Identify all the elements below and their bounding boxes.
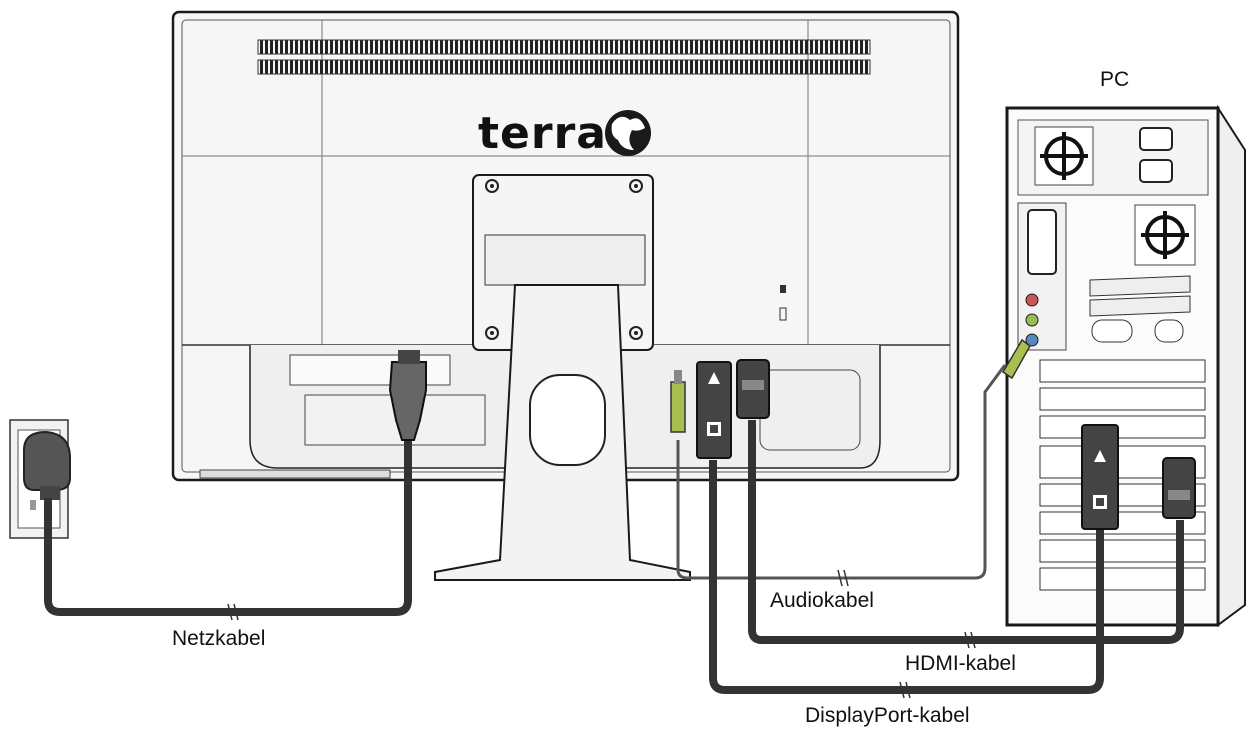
displayport-cable-label: DisplayPort-kabel — [805, 704, 970, 727]
break-marks — [227, 569, 976, 699]
vent-grille — [257, 39, 871, 75]
globe-logo-icon — [605, 110, 651, 156]
monitor — [171, 10, 960, 581]
audio-jack-icon — [1025, 313, 1039, 327]
power-cable — [44, 350, 427, 616]
vga-port-icon — [1027, 209, 1057, 275]
brand-logo-text: terra — [478, 108, 607, 159]
lock-slot-icon — [780, 285, 786, 293]
fan-icon — [1134, 204, 1196, 266]
displayport-cable — [696, 361, 1119, 694]
monitor-stand — [434, 284, 691, 581]
hdmi-cable — [736, 359, 1196, 644]
fan-icon — [1034, 126, 1094, 186]
pc-label: PC — [1100, 68, 1130, 91]
kensington-icon — [779, 307, 787, 321]
hdmi-cable-label: HDMI-kabel — [905, 652, 1016, 675]
power-cable-label: Netzkabel — [172, 627, 266, 650]
audio-cable-label: Audiokabel — [770, 589, 874, 612]
pc-tower — [1005, 104, 1246, 627]
audio-cable — [670, 338, 1031, 580]
power-socket-icon — [9, 419, 71, 539]
displayport-logo-icon — [707, 422, 721, 436]
